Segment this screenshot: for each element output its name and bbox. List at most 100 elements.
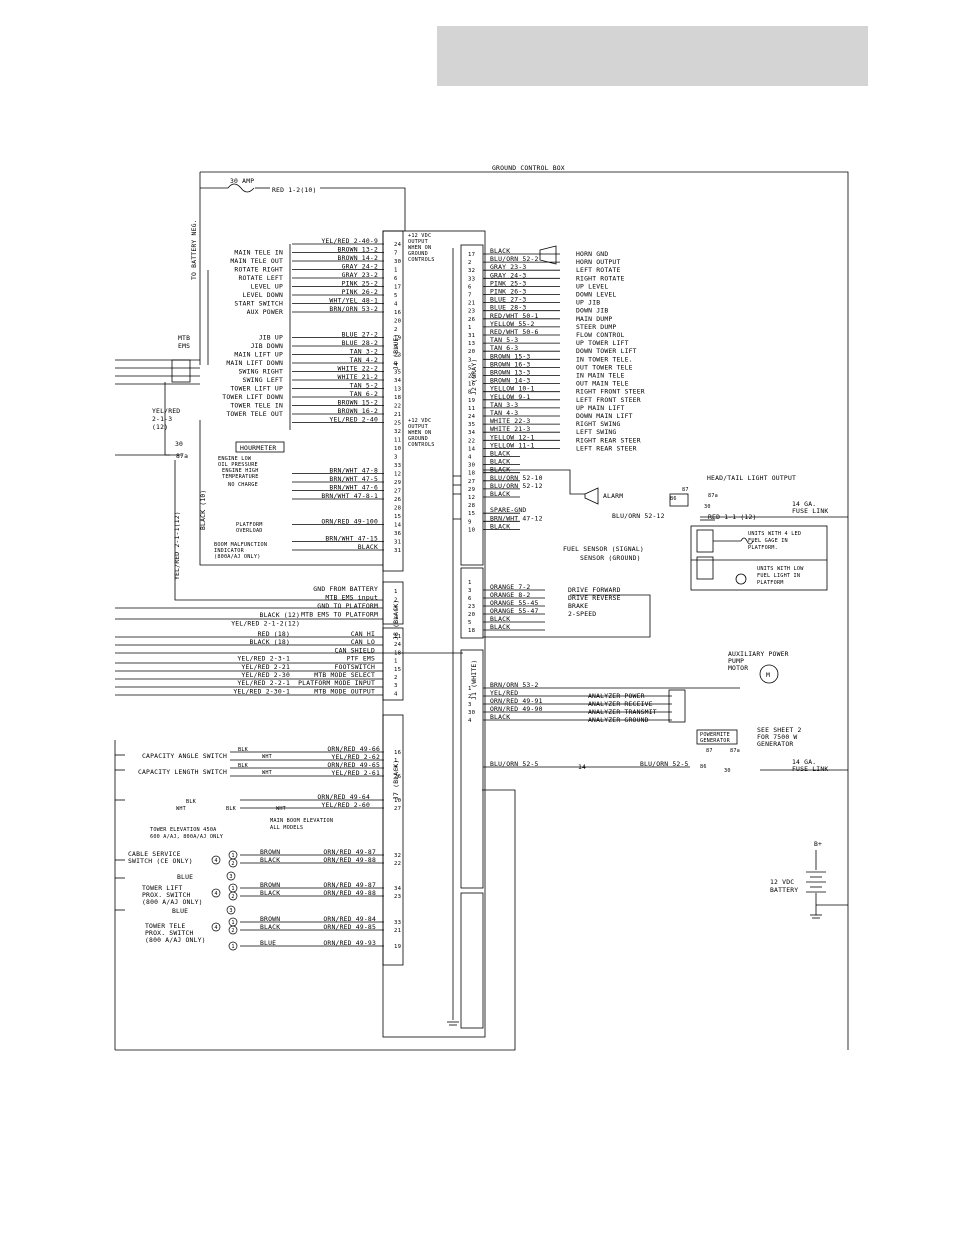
yel-red-2-1-3-label: 2-1-3	[152, 415, 172, 423]
j4-connector-name: J4 (BLUE)	[392, 334, 400, 370]
j2-function-13: IN TOWER TELE.	[576, 355, 633, 363]
header-band	[437, 26, 868, 86]
j1-function-3: PTF EMS	[347, 655, 375, 663]
j2-pin-6: 21	[468, 301, 475, 307]
j4-pin-14: 9	[394, 361, 398, 367]
j4-function-6: LEVEL DOWN	[243, 291, 283, 299]
j8-wire-label-2: BLACK (12)	[260, 611, 300, 619]
blu-orn-52-5-label-a: BLU/ORN 52-5	[490, 760, 539, 768]
j8-pin-6: 18	[468, 628, 476, 634]
boom-malfunction-label: (800A/AJ ONLY)	[214, 554, 261, 560]
j7-prox-0-number: 1	[231, 853, 234, 859]
j7-prox-color-5: BLACK	[260, 923, 280, 931]
j7-wire-label-2: ORN/RED 49-65	[327, 761, 380, 769]
see-sheet-2-label: FOR 7500 W	[757, 733, 797, 741]
j1-pin-1: 2	[468, 694, 472, 700]
j2-wire-label-33: BRN/WHT 47-12	[490, 514, 543, 522]
j1-function-2: CAN SHIELD	[335, 646, 375, 654]
j8-function-4: 2-SPEED	[568, 610, 596, 618]
j2-pin-23: 22	[468, 438, 475, 444]
j4-wire-label-17: TAN 5-2	[350, 382, 378, 390]
powermite-relay-87: 87	[706, 748, 713, 754]
j7-pin-3: 26	[394, 774, 401, 780]
hourmeter-label: HOURMETER	[240, 444, 276, 452]
red-1-1-label: RED 1-1 (12)	[708, 513, 757, 521]
j4-function-12: JIB DOWN	[251, 342, 283, 350]
j2-pin-2: 32	[468, 268, 475, 274]
j2-wire-label-3: GRAY 24-3	[490, 271, 526, 279]
j1-wire-label-6: YEL/RED 2-2-1	[237, 679, 290, 687]
j4-pin-27: 12	[394, 472, 401, 478]
j8-pin-5: 5	[468, 620, 472, 626]
j2-wire-label-11: TAN 5-3	[490, 336, 518, 344]
tower-lift-prox-label: (800 A/AJ ONLY)	[142, 898, 203, 906]
j7-prox-1-number: 2	[231, 861, 234, 867]
j2-wire-label-5: PINK 26-3	[490, 288, 526, 296]
j4-output-note: GROUND	[408, 251, 428, 257]
aux-pump-label: MOTOR	[728, 664, 748, 672]
j7-prox-wire-label-4: ORN/RED 49-84	[323, 915, 376, 923]
j7-prox-pin-3: 23	[394, 894, 401, 900]
j4-pin-22: 32	[394, 429, 401, 435]
j7-blk-label-a: BLK	[186, 799, 197, 805]
j4-wire-label-20: BROWN 16-2	[338, 407, 378, 415]
tower-lift-prox-label: PROX. SWITCH	[142, 891, 191, 899]
motor-symbol-label: M	[766, 671, 770, 679]
platform-overload-label: OVERLOAD	[236, 528, 263, 534]
j7-elev-pin-1: 27	[394, 806, 401, 812]
j7-prox-6-circle	[228, 941, 238, 951]
j8-left-pin-3: 4	[394, 615, 398, 621]
j7-prox-color-3: BLACK	[260, 889, 280, 897]
sensor-ground-label: SENSOR (GROUND)	[580, 554, 641, 562]
powermite-generator-label: POWERMITE	[700, 732, 730, 738]
j4-pin-24: 10	[394, 446, 401, 452]
j7-prox-3-number: 2	[231, 894, 234, 900]
see-sheet-2-label: GENERATOR	[757, 740, 793, 748]
j1-left-pin-0: 11	[394, 634, 401, 640]
fuse-link-label: 14 GA.	[792, 500, 816, 508]
aux-pump-label: PUMP	[728, 657, 744, 665]
mtb-ems-label: MTB	[178, 334, 190, 342]
j2-pin-1: 2	[468, 260, 472, 266]
j7-prox-color-0: BROWN	[260, 848, 280, 856]
j1-pin-2: 3	[468, 702, 472, 708]
j4-function-19: TOWER TELE IN	[230, 402, 283, 410]
j2-wire-label-15: BROWN 13-3	[490, 369, 530, 377]
j8-left-pin-0: 1	[394, 589, 398, 595]
j2-function-10: FLOW CONTROL	[576, 331, 625, 339]
j4-output-note: CONTROLS	[408, 257, 435, 263]
j4-function-11: JIB UP	[259, 334, 283, 342]
j1-wire-label-3: YEL/RED 2-3-1	[237, 655, 290, 663]
j4-output-note-2: CONTROLS	[408, 442, 435, 448]
mtb-ems-label: EMS	[178, 342, 190, 350]
tower-tele-terminal-circle	[211, 922, 221, 932]
j7-wht-label-b: WHT	[276, 806, 286, 812]
j2-function-23: RIGHT REAR STEER	[576, 436, 641, 444]
j4-wire-label-8: BRN/ORN 53-2	[329, 305, 378, 313]
j1-function-2: ANALYZER RECEIVE	[588, 700, 653, 708]
boom-malfunction-label: BOOM MALFUNCTION	[214, 542, 267, 548]
j2-wire-label-1: BLU/ORN 52-2	[490, 255, 539, 263]
j8-function-2: DRIVE REVERSE	[568, 594, 621, 602]
j4-wire-label-14: TAN 4-2	[350, 356, 378, 364]
j4-wire-label-1: BROWN 13-2	[338, 246, 378, 254]
j1-wire-label-2: ORN/RED 49-91	[490, 697, 543, 705]
j8-function-1: DRIVE FORWARD	[568, 586, 621, 594]
j4-pin-11: 19	[394, 336, 401, 342]
j4-pin-17: 13	[394, 387, 401, 393]
j2-wire-label-19: TAN 3-3	[490, 401, 518, 409]
j7-prox-6-number: 1	[231, 944, 234, 950]
j4-function-4: ROTATE LEFT	[238, 274, 283, 282]
j1-wire-label-4: YEL/RED 2-21	[241, 663, 290, 671]
j4-function-13: MAIN LIFT UP	[234, 351, 283, 359]
j8-left-pin-2: 3	[394, 606, 398, 612]
j1-left-pin-3: 1	[394, 659, 398, 665]
tower-elevation-label: 600 A/AJ, 800A/AJ ONLY	[150, 834, 224, 840]
j2-pin-26: 30	[468, 463, 475, 469]
j7-color2-2: WHT	[262, 770, 272, 776]
j8-wire-label-3: YEL/RED 2-1-2(12)	[231, 620, 300, 628]
j2-function-6: UP JIB	[576, 299, 600, 307]
j4-pin-4: 6	[394, 276, 398, 282]
main-boom-elevation-label: MAIN BOOM ELEVATION	[270, 818, 333, 824]
